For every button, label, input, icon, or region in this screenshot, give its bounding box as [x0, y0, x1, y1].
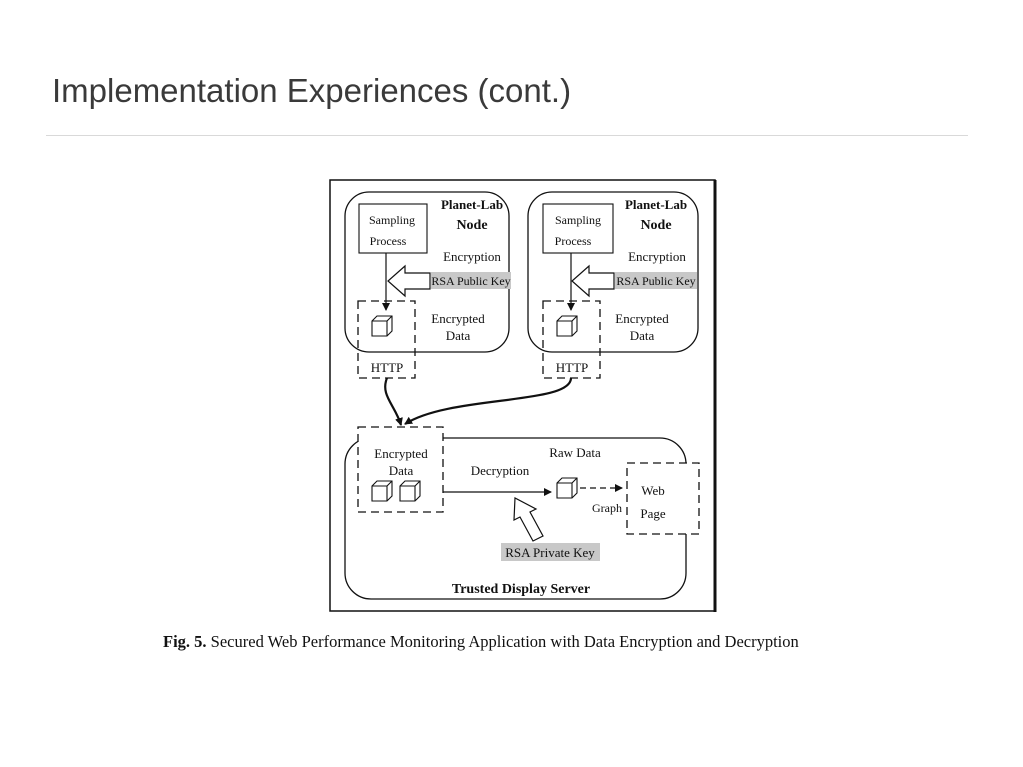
rsa-public-key-highlight	[615, 272, 697, 289]
private-key-arrow	[513, 497, 544, 542]
node-title-line2: Node	[456, 218, 487, 233]
figure-caption: Fig. 5. Secured Web Performance Monitori…	[163, 632, 799, 652]
data-cube-icon	[556, 315, 578, 337]
process-label-line1: Sampling	[369, 213, 415, 227]
process-label-line2: Process	[370, 234, 407, 248]
web-page-label-line1: Web	[641, 483, 665, 498]
rsa-public-key-highlight	[431, 272, 511, 289]
slide-title: Implementation Experiences (cont.)	[52, 72, 572, 109]
node-title-line2: Node	[640, 218, 671, 233]
title-divider	[46, 135, 968, 136]
caption-label: Fig. 5.	[163, 632, 207, 651]
encrypted-label-line2: Data	[630, 328, 655, 343]
server-encrypted-label-line1: Encrypted	[374, 446, 428, 461]
graph-label: Graph	[592, 501, 622, 515]
process-label-line2: Process	[555, 234, 592, 248]
rsa-public-key-label: RSA Public Key	[431, 274, 510, 288]
process-label-line1: Sampling	[555, 213, 601, 227]
rsa-private-key-highlight	[501, 543, 600, 561]
web-page-label-line2: Page	[640, 506, 666, 521]
server-encrypted-label-line2: Data	[389, 463, 414, 478]
sampling-process-box	[358, 203, 428, 254]
decryption-label: Decryption	[471, 463, 530, 478]
key-arrow	[387, 264, 431, 298]
data-cube-icon	[371, 315, 393, 337]
planet-lab-node-1: Sampling Process Planet-Lab Node Encrypt…	[344, 191, 511, 379]
encryption-label: Encryption	[443, 249, 501, 264]
caption-text: Secured Web Performance Monitoring Appli…	[206, 632, 799, 651]
http-label: HTTP	[556, 360, 589, 375]
trusted-display-server: Encrypted Data Decryption Raw Data Graph…	[344, 426, 700, 600]
encrypted-label-line1: Encrypted	[431, 311, 485, 326]
encrypted-label-line2: Data	[446, 328, 471, 343]
data-cube-icon	[371, 480, 393, 502]
rsa-public-key-label: RSA Public Key	[616, 274, 695, 288]
encryption-label: Encryption	[628, 249, 686, 264]
server-title: Trusted Display Server	[452, 582, 590, 597]
node-title-line1: Planet-Lab	[625, 197, 687, 212]
encrypted-label-line1: Encrypted	[615, 311, 669, 326]
connector-node2-to-server	[404, 377, 573, 425]
raw-data-cube-icon	[556, 477, 578, 499]
http-label: HTTP	[371, 360, 404, 375]
node-title-line1: Planet-Lab	[441, 197, 503, 212]
rsa-private-key-label: RSA Private Key	[505, 545, 595, 560]
raw-data-label: Raw Data	[549, 445, 601, 460]
sampling-process-box	[542, 203, 614, 254]
data-cube-icon	[399, 480, 421, 502]
connector-node1-to-server	[384, 377, 403, 426]
planet-lab-node-2: Sampling Process Planet-Lab Node Encrypt…	[527, 191, 699, 379]
key-arrow	[571, 264, 615, 298]
web-page-dashed-box	[626, 462, 700, 535]
